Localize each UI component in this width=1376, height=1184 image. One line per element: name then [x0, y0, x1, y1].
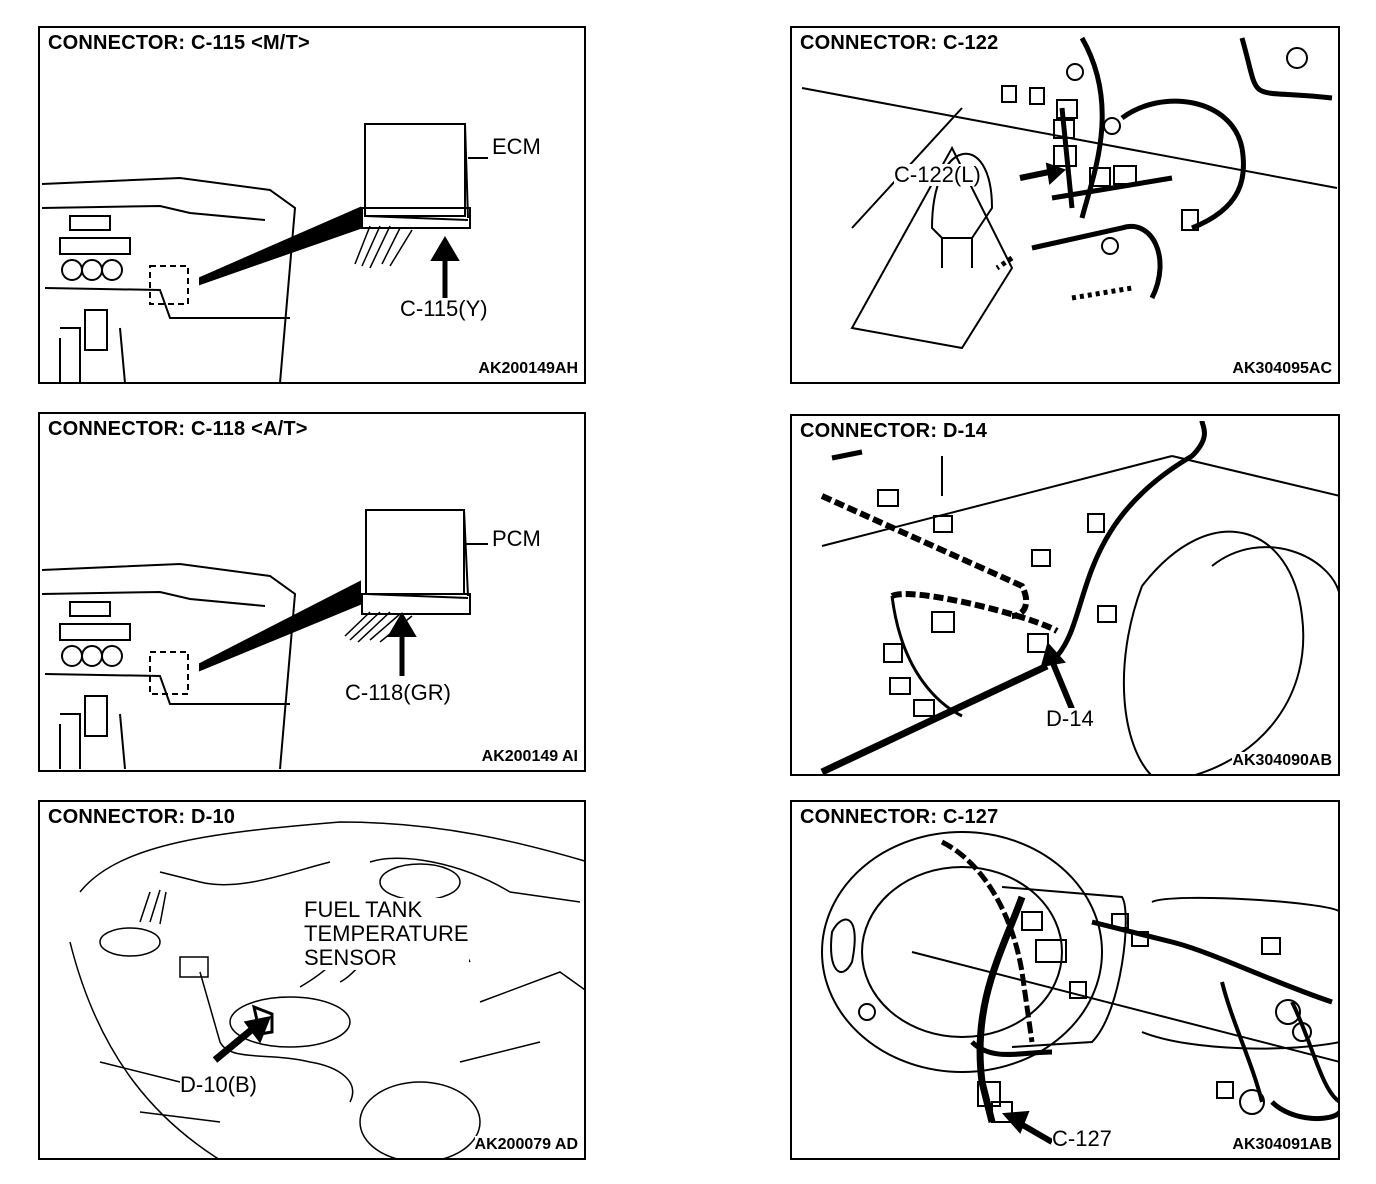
illustration-c115-dashboard-ecm	[41, 123, 488, 382]
figure-code: AK304091AB	[1232, 1136, 1332, 1154]
sensor-label-fuel-tank-temperature: FUEL TANK TEMPERATURE SENSOR	[304, 898, 469, 970]
panel-d10: CONNECTOR: D-10 FUEL TANK TEMPERATURE SE…	[38, 800, 586, 1160]
panel-title: CONNECTOR: D-14	[800, 420, 990, 443]
panel-c118: CONNECTOR: C-118 <A/T> PCM C-118(GR) AK2…	[38, 412, 586, 772]
panel-c127: CONNECTOR: C-127 C-127 AK304091AB	[790, 800, 1340, 1160]
panel-title: CONNECTOR: C-122	[800, 32, 1001, 55]
panel-title: CONNECTOR: C-115 <M/T>	[48, 32, 312, 55]
connector-label-c118: C-118(GR)	[345, 680, 451, 705]
panel-title: CONNECTOR: C-118 <A/T>	[48, 418, 310, 441]
panel-title: CONNECTOR: D-10	[48, 806, 238, 829]
illustration-c118-dashboard-pcm	[41, 509, 488, 770]
illustration-c127-instrument-panel-harness	[821, 831, 1338, 1145]
connector-label-c115: C-115(Y)	[400, 296, 488, 321]
sensor-label-line: SENSOR	[304, 945, 397, 970]
panel-title: CONNECTOR: C-127	[800, 806, 1001, 829]
figure-code: AK304095AC	[1232, 360, 1332, 378]
figure-code: AK200149AH	[478, 360, 578, 378]
panel-d14: CONNECTOR: D-14 D-14 AK304090AB	[790, 414, 1340, 776]
panel-c115: CONNECTOR: C-115 <M/T> ECM C-115(Y) AK20…	[38, 26, 586, 384]
figure-code: AK200149 AI	[481, 748, 578, 766]
figure-code: AK304090AB	[1232, 752, 1332, 770]
sensor-label-line: TEMPERATURE	[304, 921, 469, 946]
connector-label-d14: D-14	[1046, 706, 1094, 731]
module-label-pcm: PCM	[492, 526, 541, 551]
illustration-d10-fuel-tank	[69, 821, 584, 1158]
connector-label-c122: C-122(L)	[894, 162, 981, 187]
module-label-ecm: ECM	[492, 134, 541, 159]
figure-code: AK200079 AD	[474, 1136, 578, 1154]
connector-label-c127: C-127	[1052, 1126, 1112, 1151]
illustration-d14-engine-harness	[820, 420, 1338, 774]
illustration-c122-console-harness	[801, 36, 1338, 350]
sensor-label-line: FUEL TANK	[304, 897, 423, 922]
panel-c122: CONNECTOR: C-122 C-122(L) AK304095AC	[790, 26, 1340, 384]
connector-label-d10: D-10(B)	[180, 1072, 258, 1097]
